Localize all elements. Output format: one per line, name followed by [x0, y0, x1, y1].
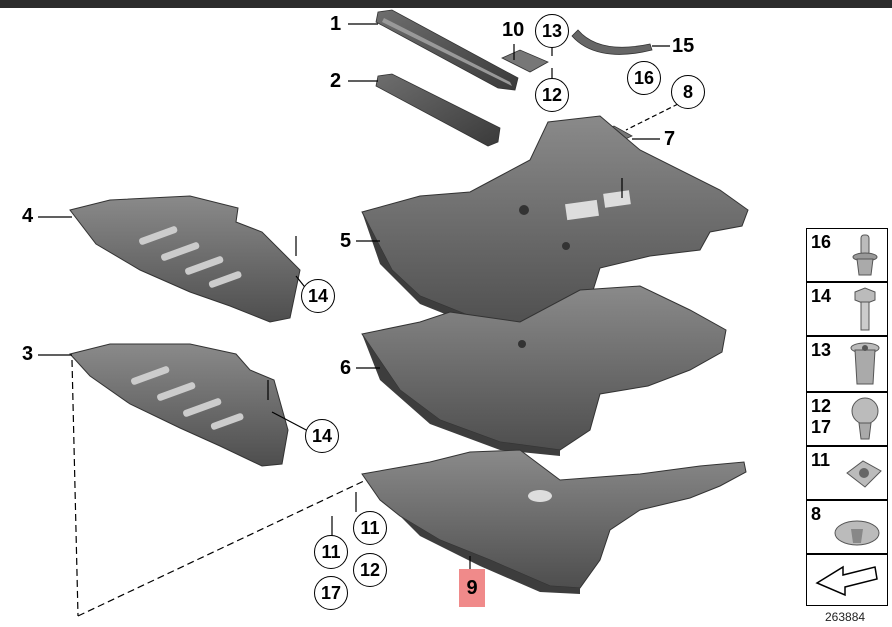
part-label-3: 3	[22, 343, 34, 365]
part-label-5: 5	[340, 230, 352, 252]
part-label-4: 4	[22, 205, 34, 227]
highlighted-part-9[interactable]: 9	[459, 569, 485, 607]
circled-label-14-top: 14	[301, 279, 335, 313]
arrow-icon	[815, 565, 878, 597]
part-15-bracket	[571, 29, 653, 55]
part-10-bracket	[501, 49, 549, 73]
top-bar	[0, 0, 892, 8]
legend-item-11[interactable]: 11	[806, 446, 888, 500]
part-label-15: 15	[672, 35, 695, 57]
legend-label: 12 17	[811, 396, 832, 437]
part-label-2: 2	[330, 70, 342, 92]
part-label-1: 1	[330, 13, 342, 35]
circled-label-17: 17	[314, 576, 348, 610]
circled-label-16: 16	[627, 61, 661, 95]
leader-lines	[38, 23, 679, 570]
legend-label: 11	[811, 450, 831, 470]
part-2-rail	[375, 73, 501, 147]
circled-label-11-left: 11	[314, 535, 348, 569]
circled-label-14-bottom: 14	[305, 419, 339, 453]
circled-label-12-lower: 12	[353, 553, 387, 587]
part-4-side-panel	[69, 195, 301, 323]
expanding-nut-icon	[850, 342, 880, 385]
reference-number: 263884	[825, 610, 866, 624]
legend-item-8[interactable]: 8	[806, 500, 888, 554]
hex-bolt-icon	[854, 287, 876, 331]
part-label-7: 7	[664, 128, 676, 150]
legend-label: 14	[811, 286, 832, 306]
legend-label: 13	[811, 340, 832, 360]
legend-item-13[interactable]: 13	[806, 336, 888, 392]
legend-item-16[interactable]: 16	[806, 228, 888, 282]
legend-item-arrow[interactable]	[806, 554, 888, 606]
clip-icon	[834, 520, 880, 546]
part-label-6: 6	[340, 357, 352, 379]
circled-label-13: 13	[535, 14, 569, 48]
part-3-side-panel	[69, 343, 289, 467]
dashed-lines	[71, 359, 367, 617]
push-rivet-icon	[852, 234, 878, 276]
plastic-nut-icon	[851, 397, 879, 440]
part-6-underbody-shield	[361, 285, 727, 456]
part-label-10: 10	[502, 19, 525, 41]
spring-clip-icon	[846, 460, 882, 488]
legend-item-12-17[interactable]: 12 17	[806, 392, 888, 446]
part-1-rail	[375, 9, 519, 91]
circled-label-11-right: 11	[353, 511, 387, 545]
legend-label: 16	[811, 232, 832, 252]
legend-label: 8	[811, 504, 822, 524]
legend-item-14[interactable]: 14	[806, 282, 888, 336]
circled-label-12: 12	[535, 78, 569, 112]
circled-label-8: 8	[671, 75, 705, 109]
part-9-underbody-shield	[361, 449, 747, 594]
